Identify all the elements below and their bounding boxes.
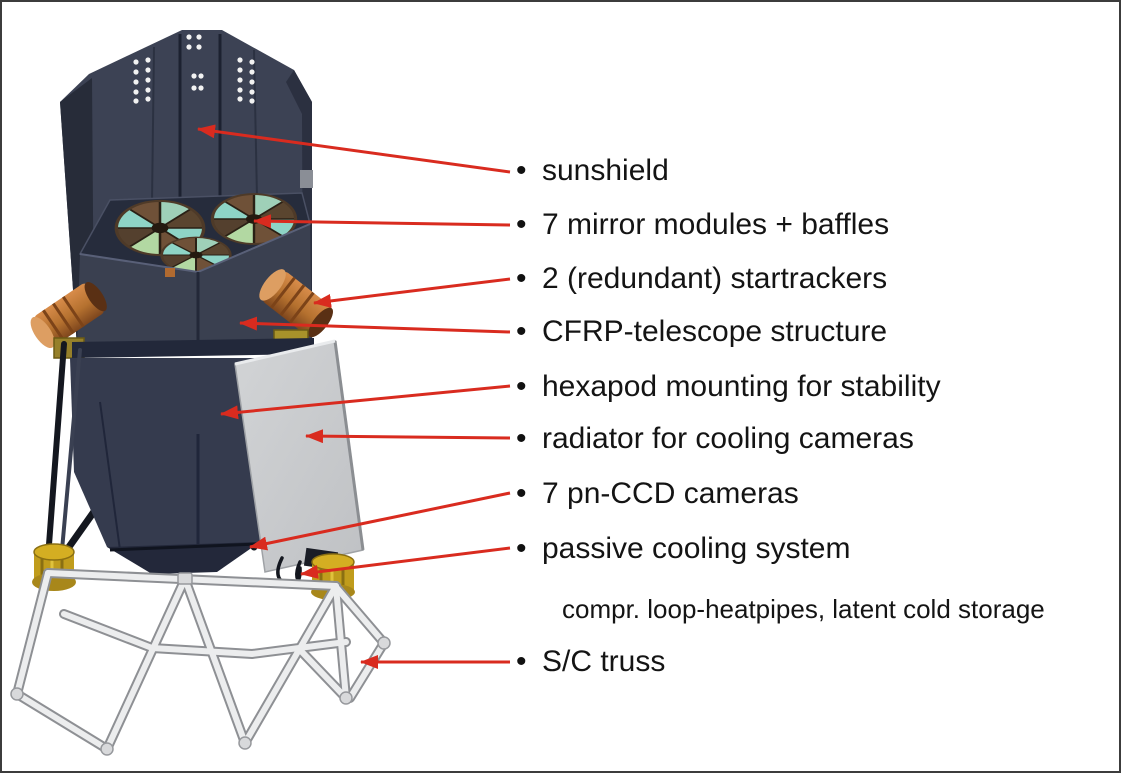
label-text: CFRP-telescope structure [542, 315, 888, 348]
label-cfrp-structure: • CFRP-telescope structure [516, 315, 887, 349]
bullet-marker: • [516, 477, 527, 510]
label-text: S/C truss [542, 645, 666, 678]
side-tab [300, 170, 313, 188]
label-hexapod: • hexapod mounting for stability [516, 370, 941, 404]
label-radiator: • radiator for cooling cameras [516, 422, 914, 456]
arrow-mirror-modules [253, 214, 511, 229]
label-startrackers: • 2 (redundant) startrackers [516, 262, 887, 296]
bullet-marker: • [516, 208, 527, 241]
arrow-startrackers [313, 277, 511, 308]
label-text: passive cooling system [542, 532, 851, 565]
bullet-marker: • [516, 262, 527, 295]
bullet-marker: • [516, 370, 527, 403]
arrow-passive-cooling [300, 546, 511, 579]
label-text: compr. loop-heatpipes, latent cold stora… [562, 594, 1045, 624]
bullet-marker: • [516, 315, 527, 348]
bullet-marker: • [516, 154, 527, 187]
label-text: sunshield [542, 154, 669, 187]
sunshield-vent-dots [133, 34, 255, 104]
sc-truss-render [10, 568, 391, 756]
label-mirror-modules: • 7 mirror modules + baffles [516, 208, 889, 242]
annotation-arrows [197, 124, 511, 669]
label-text: radiator for cooling cameras [542, 422, 914, 455]
label-text: 2 (redundant) startrackers [542, 262, 888, 295]
label-sunshield: • sunshield [516, 154, 669, 188]
arrow-radiator [305, 429, 511, 444]
bullet-marker: • [516, 422, 527, 455]
label-text: hexapod mounting for stability [542, 370, 941, 403]
mounting-rim [72, 338, 314, 358]
bullet-marker: • [516, 645, 527, 678]
arrow-cfrp-structure [239, 316, 511, 334]
radiator-render [234, 339, 365, 573]
arrow-sunshield [197, 124, 511, 174]
cfrp-structure-render [77, 223, 312, 347]
label-sc-truss: • S/C truss [516, 645, 665, 679]
label-text: 7 pn-CCD cameras [542, 477, 799, 510]
label-text: 7 mirror modules + baffles [542, 208, 890, 241]
label-pn-ccd-cameras: • 7 pn-CCD cameras [516, 477, 799, 511]
arrow-pn-ccd-cameras [249, 491, 511, 551]
label-passive-cooling: • passive cooling system [516, 532, 850, 566]
label-loop-heatpipes: compr. loop-heatpipes, latent cold stora… [562, 592, 1045, 626]
bullet-marker: • [516, 532, 527, 565]
arrow-hexapod [220, 384, 511, 420]
